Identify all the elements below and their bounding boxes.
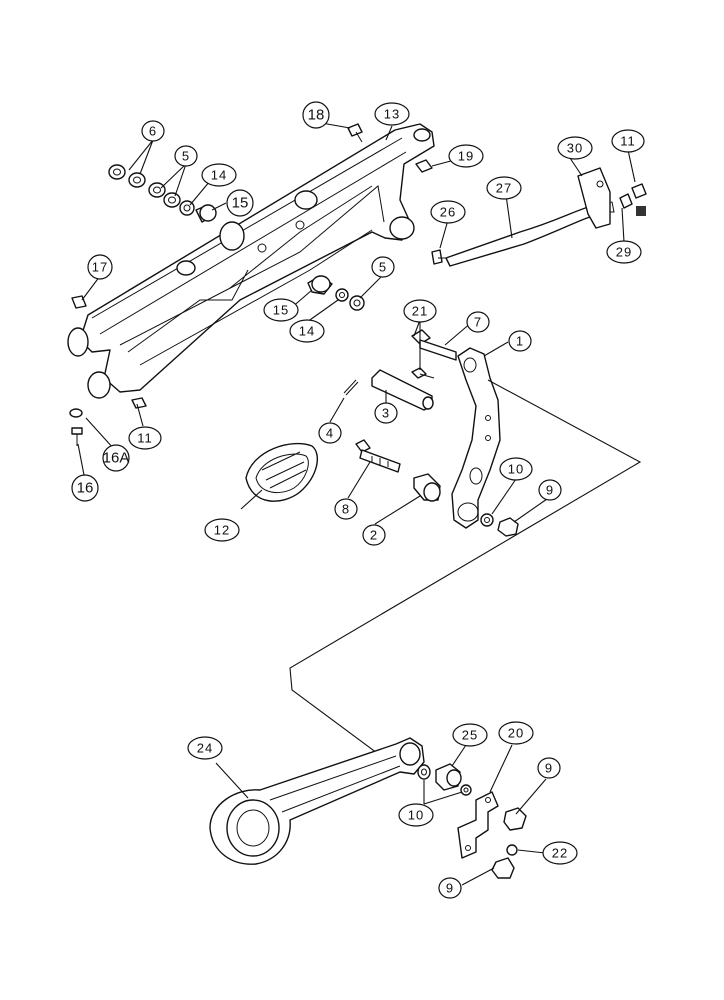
callout-text: 6 — [149, 124, 157, 139]
callout-text: 16 — [77, 480, 94, 497]
callout-text: 24 — [197, 741, 213, 756]
callout-11-upper: 11 — [611, 129, 645, 153]
callout-21: 21 — [403, 299, 437, 323]
callout-8: 8 — [334, 498, 358, 520]
callout-text: 15 — [273, 303, 289, 318]
callout-16: 16 — [71, 474, 99, 502]
callout-14-upper: 14 — [201, 163, 237, 187]
link-arm — [451, 347, 501, 529]
leader-lines — [77, 121, 636, 886]
washer-stack — [108, 164, 365, 311]
callout-text: 16A — [103, 450, 130, 467]
callout-text: 11 — [620, 134, 636, 149]
callout-26: 26 — [430, 200, 466, 224]
callout-text: 30 — [567, 141, 583, 156]
callout-19: 19 — [448, 144, 484, 168]
callout-text: 20 — [508, 726, 524, 741]
rubber-boot — [245, 442, 319, 502]
callout-13: 13 — [374, 102, 410, 126]
callout-29: 29 — [606, 240, 642, 264]
callout-text: 15 — [232, 195, 249, 212]
callout-text: 13 — [384, 107, 400, 122]
callout-16a: 16A — [102, 444, 130, 472]
callout-11-lower: 11 — [128, 426, 162, 450]
callout-9-lower: 9 — [438, 877, 462, 899]
callout-text: 25 — [462, 728, 478, 743]
callout-text: 8 — [342, 502, 350, 517]
callout-text: 1 — [516, 334, 524, 349]
callout-30: 30 — [557, 136, 593, 160]
callout-5-lower: 5 — [371, 256, 395, 278]
callout-17: 17 — [87, 254, 113, 280]
callout-4: 4 — [318, 422, 342, 444]
callout-text: 14 — [211, 168, 227, 183]
callout-14-lower: 14 — [289, 319, 325, 343]
callout-text: 21 — [412, 304, 428, 319]
callout-text: 27 — [496, 181, 512, 196]
callout-7: 7 — [466, 311, 490, 333]
callout-20: 20 — [498, 721, 534, 745]
callout-3: 3 — [374, 402, 398, 424]
callout-text: 9 — [446, 881, 454, 896]
callout-text: 26 — [440, 205, 456, 220]
bushing — [413, 473, 441, 502]
callout-text: 18 — [308, 107, 325, 124]
callout-text: 22 — [552, 846, 568, 861]
callout-text: 9 — [546, 483, 554, 498]
axle-beam — [67, 123, 435, 399]
callout-9-mid: 9 — [537, 757, 561, 779]
callout-text: 11 — [137, 431, 153, 446]
callout-18: 18 — [302, 101, 330, 129]
callout-6: 6 — [141, 120, 165, 142]
callout-text: 9 — [545, 761, 553, 776]
callout-25: 25 — [452, 723, 488, 747]
hose-assembly — [445, 167, 647, 267]
lower-hardware — [417, 763, 527, 879]
callout-15-lower: 15 — [263, 298, 299, 322]
callout-text: 4 — [326, 426, 334, 441]
callout-text: 3 — [382, 406, 390, 421]
callout-2: 2 — [362, 524, 386, 546]
callout-10-upper: 10 — [499, 457, 533, 481]
callout-5-upper: 5 — [174, 145, 198, 167]
callout-text: 14 — [299, 324, 315, 339]
callout-text: 29 — [616, 245, 632, 260]
nut-washer-upper — [480, 513, 519, 537]
callout-text: 2 — [370, 528, 378, 543]
callout-12: 12 — [204, 518, 240, 542]
callout-text: 12 — [214, 523, 230, 538]
callout-15-upper: 15 — [226, 189, 254, 217]
callout-24: 24 — [187, 736, 223, 760]
callout-text: 5 — [182, 149, 190, 164]
callout-1: 1 — [508, 330, 532, 352]
callout-text: 19 — [458, 149, 474, 164]
callout-22: 22 — [542, 841, 578, 865]
callout-text: 10 — [508, 462, 524, 477]
callout-text: 5 — [379, 260, 387, 275]
callout-27: 27 — [486, 176, 522, 200]
callout-text: 17 — [92, 260, 108, 275]
callout-text: 10 — [408, 808, 424, 823]
callout-text: 7 — [474, 315, 482, 330]
callout-9-upper: 9 — [538, 479, 562, 501]
callout-10-lower: 10 — [398, 803, 434, 827]
reference-line — [289, 379, 642, 771]
pins-and-bolts — [343, 329, 457, 473]
steering-arm — [209, 737, 425, 865]
